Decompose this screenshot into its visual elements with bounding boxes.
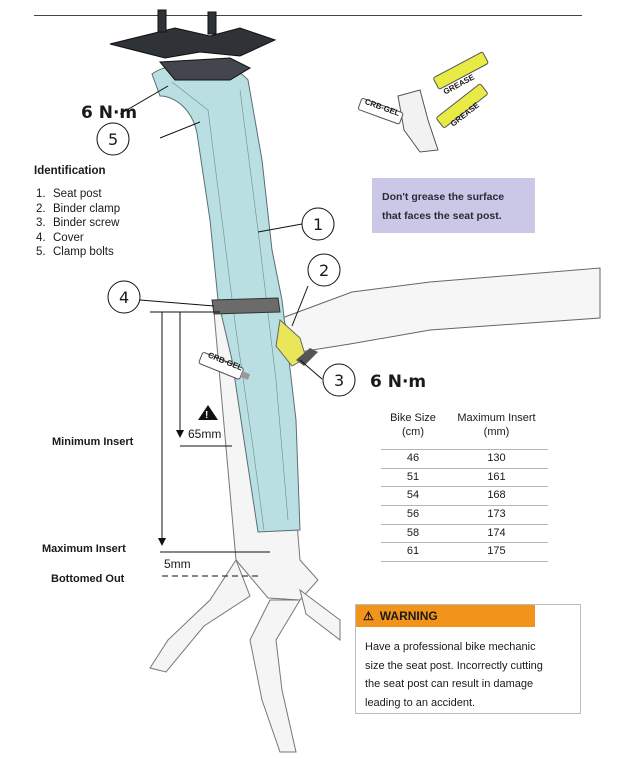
callout-1: 1: [313, 215, 324, 234]
maximum-insert-label: Maximum Insert: [42, 543, 126, 555]
bottomed-out-label: Bottomed Out: [51, 573, 125, 585]
dim-5mm: 5mm: [164, 557, 191, 571]
callout-5: 5: [108, 130, 119, 149]
top-rule: [34, 15, 582, 16]
callout-circles: [96, 122, 356, 397]
arrow-max: [158, 538, 166, 546]
crb-gel-tube-post: [198, 352, 251, 380]
note-line-1: Don't grease the surface: [382, 191, 505, 203]
cover-band: [211, 297, 281, 315]
list-item: 2.Binder clamp: [36, 202, 121, 215]
identification-list: 1.Seat post 2.Binder clamp 3.Binder scre…: [34, 187, 120, 260]
callout-3: 3: [334, 371, 345, 390]
list-item: 5.Clamp bolts: [36, 246, 114, 258]
frame-top-tube: [281, 267, 601, 353]
dim-65mm: 65mm: [188, 427, 222, 441]
warning-text: Have a professional bike mechanic size t…: [365, 641, 543, 709]
minimum-insert-label: Minimum Insert: [52, 436, 134, 448]
caution-triangle: [198, 405, 218, 420]
warning-box: ⚠WARNING Have a professional bike mechan…: [355, 604, 581, 714]
callout-2: 2: [319, 261, 330, 280]
torque-binder: 6 N·m: [370, 372, 427, 392]
leader-lines: [119, 85, 323, 380]
torque-clamp-bolts: 6 N·m: [81, 103, 138, 123]
list-item: 3.Binder screw: [36, 217, 120, 229]
saddle-clamp: [109, 9, 277, 81]
grease-illustration: [357, 51, 489, 153]
list-item: 1.Seat post: [36, 188, 102, 200]
dimension-lines: [150, 311, 270, 577]
table-header: Bike Size(cm) Maximum Insert(mm): [390, 412, 536, 438]
warning-icon: ⚠: [363, 609, 374, 623]
grease-note: Don't grease the surface that faces the …: [372, 178, 535, 233]
warning-header: ⚠WARNING: [356, 605, 535, 627]
callout-4: 4: [119, 288, 130, 307]
svg-text:!: !: [205, 410, 208, 421]
list-item: 4.Cover: [36, 231, 84, 244]
arrow-65: [176, 430, 184, 438]
identification-title: Identification: [34, 165, 106, 177]
note-line-2: that faces the seat post.: [382, 210, 502, 222]
